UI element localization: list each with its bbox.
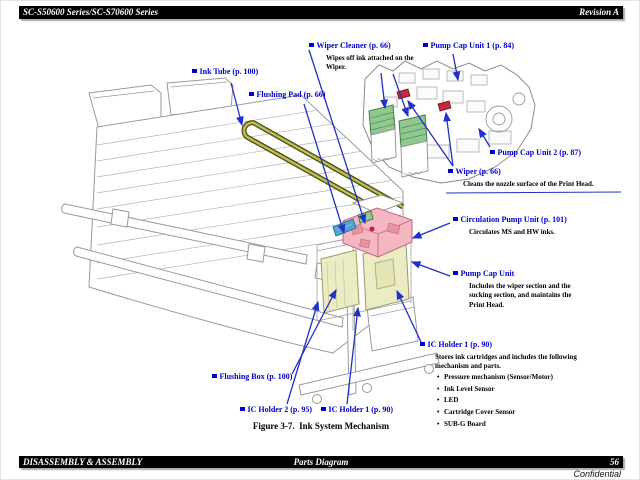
square-bullet-icon	[453, 270, 458, 275]
square-bullet-icon	[192, 68, 197, 73]
callout-wiper-desc: Cleans the nozzle surface of the Print H…	[463, 180, 594, 188]
ink-tube-art	[241, 120, 405, 226]
header-revision-text: Revision A	[579, 7, 619, 17]
footer-bar: DISASSEMBLY & ASSEMBLY Parts Diagram 56	[19, 456, 623, 468]
parts-list-item: Cartridge Cover Sensor	[437, 408, 607, 418]
footer-section-text: Parts Diagram	[293, 457, 349, 467]
parts-list-item: Pressure mechanism (Sensor/Motor)	[437, 373, 607, 383]
square-bullet-icon	[448, 168, 453, 173]
ic-holder-parts-list: Pressure mechanism (Sensor/Motor) Ink Le…	[437, 371, 607, 429]
square-bullet-icon	[249, 91, 254, 96]
callout-wiper-label: Wiper (p. 66)	[448, 167, 501, 177]
parts-list-item: LED	[437, 396, 607, 406]
callout-arrows	[230, 49, 622, 405]
callout-flushing-pad-label: Flushing Pad (p. 66)	[249, 90, 325, 100]
callout-ic-holder-1-label: IC Holder 1 (p. 90)	[321, 405, 393, 415]
header-model-text: SC-S50600 Series/SC-S70600 Series	[23, 7, 159, 17]
callout-ic-holder-2-label: IC Holder 2 (p. 95)	[240, 405, 312, 415]
callout-pump-cap-unit-2-label: Pump Cap Unit 2 (p. 87)	[490, 148, 581, 158]
callout-wiper-cleaner-label: Wiper Cleaner (p. 66)	[309, 41, 391, 51]
square-bullet-icon	[212, 373, 217, 378]
parts-list-item: Ink Level Sensor	[437, 385, 607, 395]
parts-list-item: SUB-G Board	[437, 420, 607, 430]
callout-circulation-pump-unit-desc: Circulates MS and HW inks.	[469, 228, 555, 236]
square-bullet-icon	[240, 406, 245, 411]
square-bullet-icon	[321, 406, 326, 411]
footer-chapter-text: DISASSEMBLY & ASSEMBLY	[23, 457, 143, 467]
pump-cap-detail-art	[362, 60, 536, 184]
footer-page-number: 56	[610, 457, 619, 467]
square-bullet-icon	[490, 149, 495, 154]
callout-pump-cap-unit-label: Pump Cap Unit	[453, 269, 514, 279]
square-bullet-icon	[420, 341, 425, 346]
square-bullet-icon	[309, 42, 314, 47]
callout-ink-tube-label: Ink Tube (p. 100)	[192, 67, 258, 77]
figure-caption: Figure 3-7. Ink System Mechanism	[252, 421, 390, 431]
callout-pump-cap-unit-desc: Includes the wiper section and the sucki…	[469, 282, 572, 309]
callout-circulation-pump-unit-label: Circulation Pump Unit (p. 101)	[453, 215, 567, 225]
square-bullet-icon	[423, 42, 428, 47]
header-bar: SC-S50600 Series/SC-S70600 Series Revisi…	[19, 6, 623, 19]
confidential-text: Confidential	[573, 469, 621, 479]
callout-wiper-cleaner-desc: Wipes off ink attached on the Wiper.	[326, 54, 414, 72]
square-bullet-icon	[453, 216, 458, 221]
callout-pump-cap-unit-1-label: Pump Cap Unit 1 (p. 84)	[423, 41, 514, 51]
callout-ic-holder-1-detail-desc: Stores ink cartridges and includes the f…	[435, 353, 577, 371]
callout-ic-holder-1-detail-label: IC Holder 1 (p. 90)	[420, 340, 492, 350]
callout-flushing-box-label: Flushing Box (p. 100)	[212, 372, 292, 382]
